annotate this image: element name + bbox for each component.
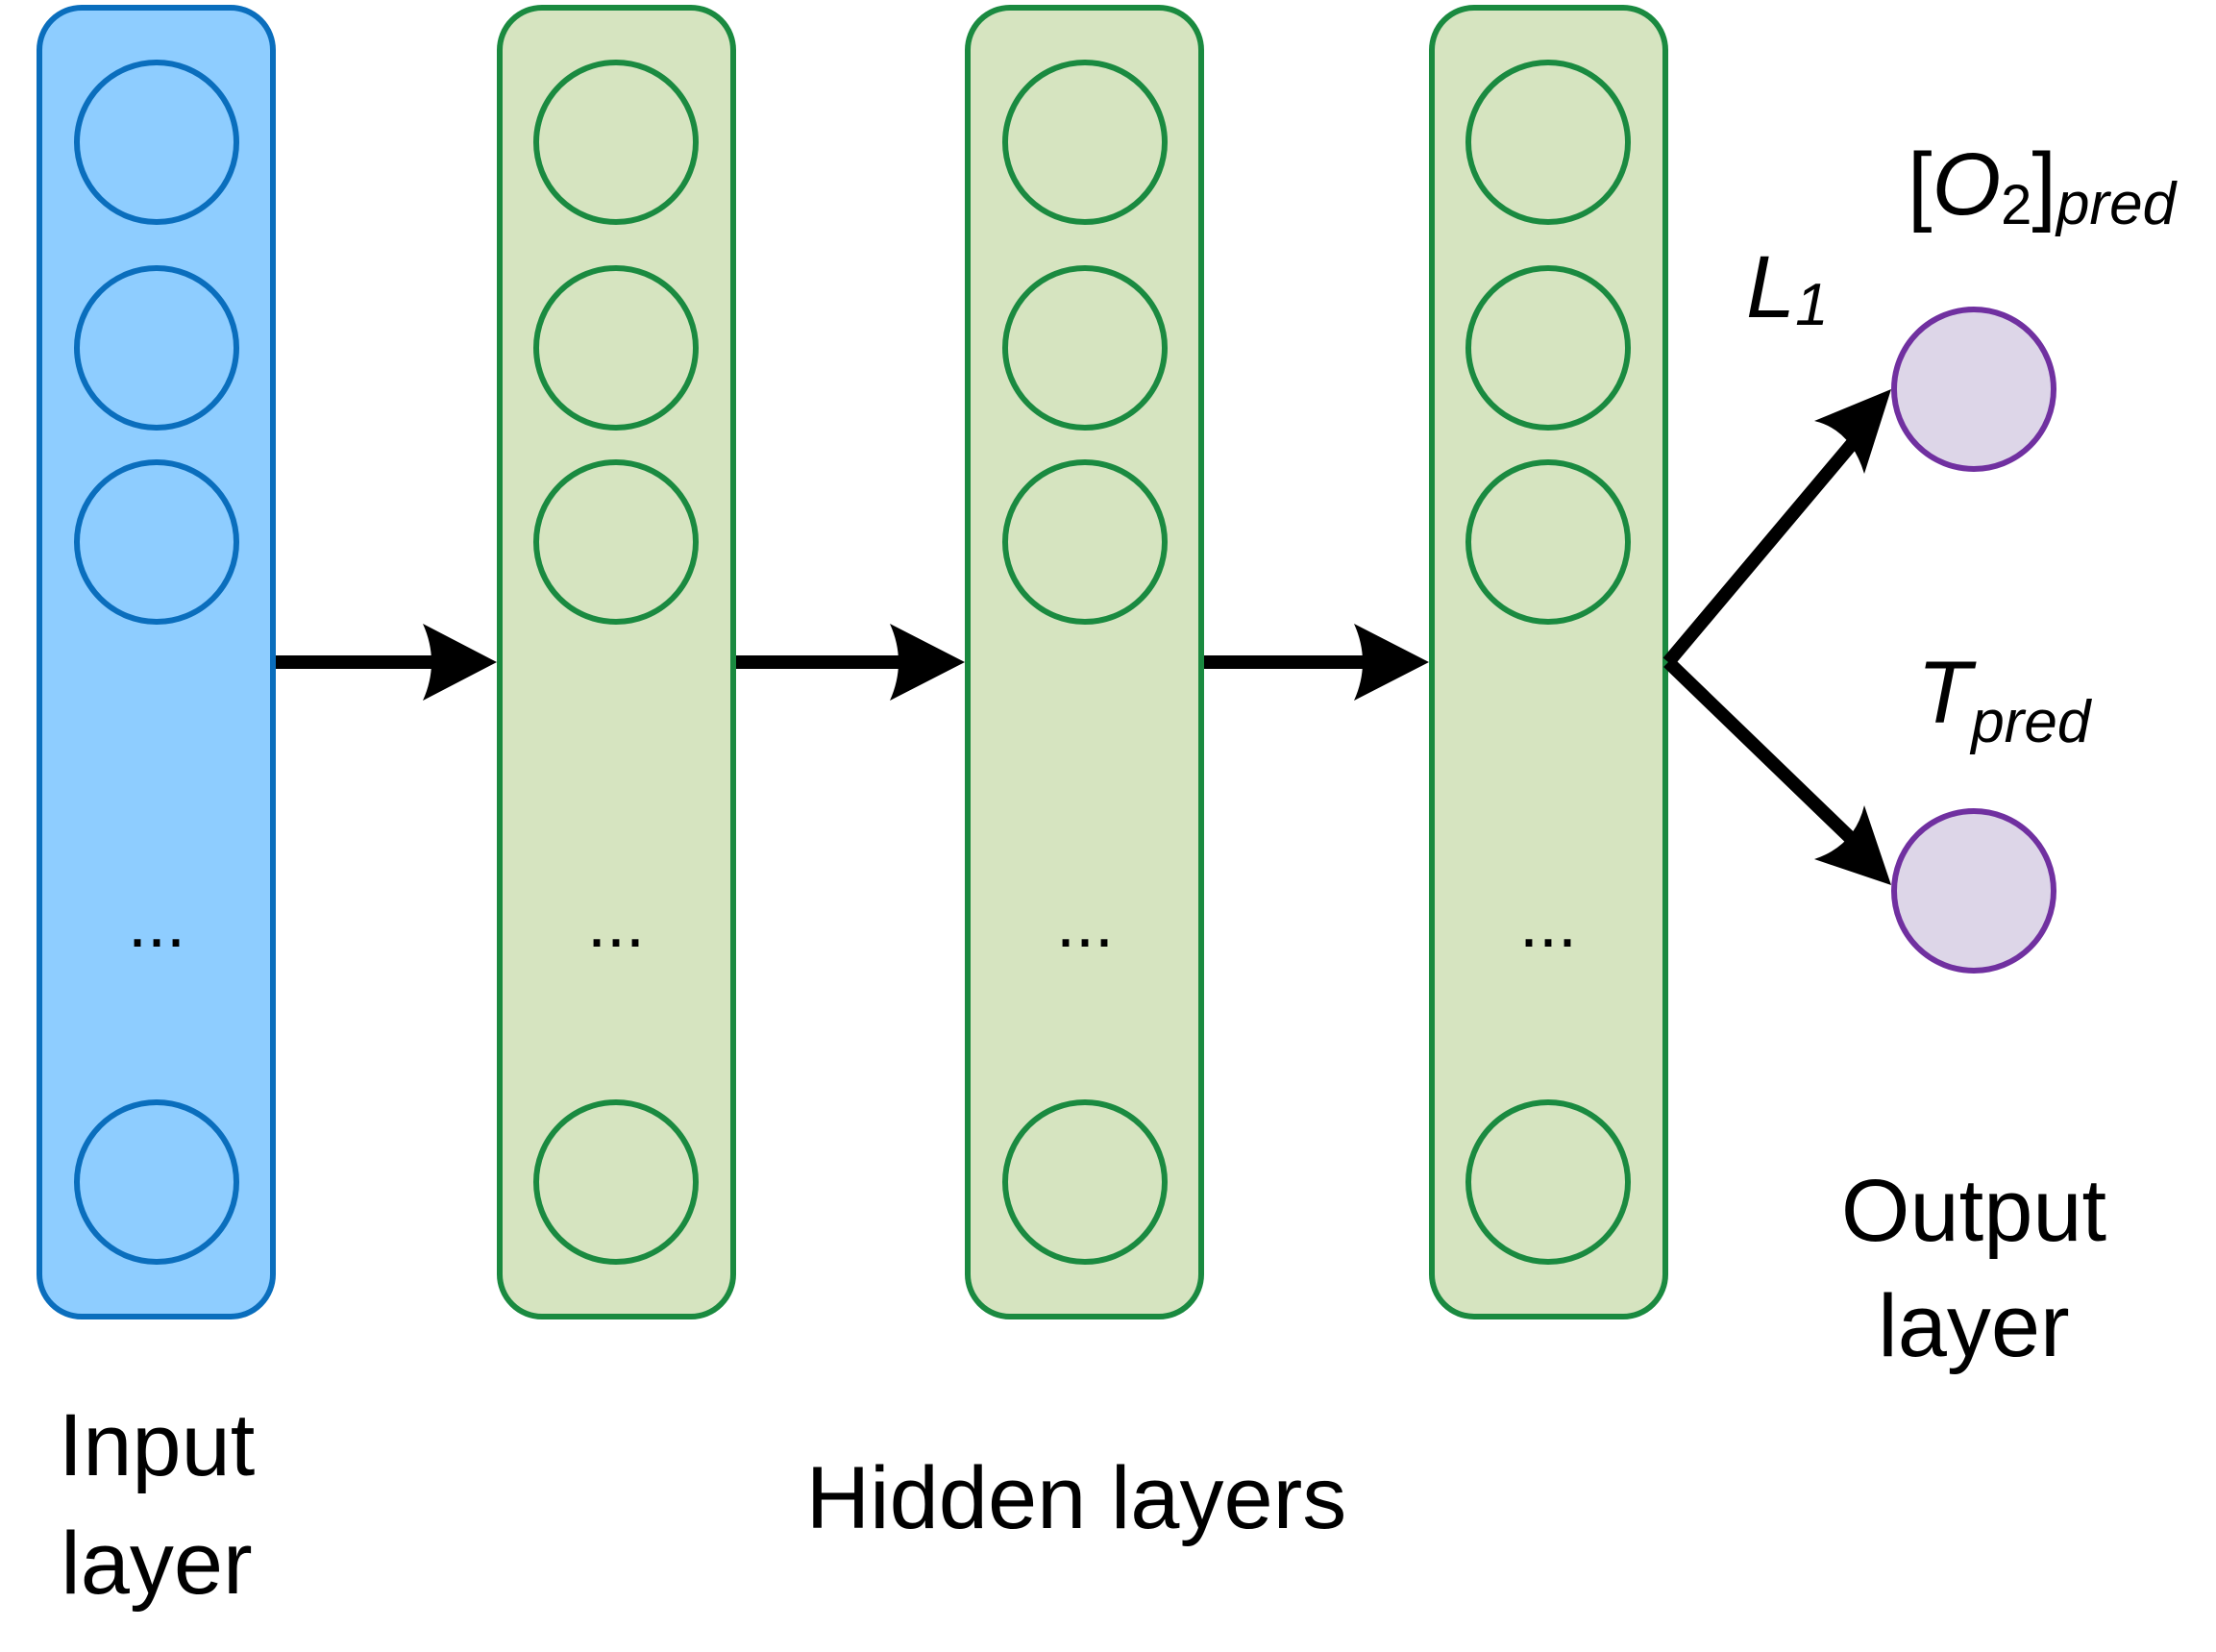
hidden-layer-2: ...	[965, 5, 1204, 1319]
hidden-neuron	[1002, 459, 1168, 625]
input-neuron	[74, 265, 239, 431]
hidden-layer-ellipsis: ...	[587, 885, 645, 962]
hidden-layer-3: ...	[1429, 5, 1668, 1319]
hidden-neuron	[1465, 459, 1631, 625]
arrow-head-icon	[1814, 805, 1891, 885]
output-layer-label: layer	[1878, 1277, 2069, 1375]
loss-label: L1	[1746, 238, 1829, 338]
output-neuron-temperature	[1891, 808, 2056, 974]
hidden-neuron	[1465, 265, 1631, 431]
input-layer-ellipsis: ...	[128, 885, 185, 962]
output-layer-label: Output	[1841, 1162, 2106, 1260]
input-neuron	[74, 1099, 239, 1265]
hidden-neuron	[1465, 1099, 1631, 1265]
output-layer	[1891, 307, 2056, 974]
output-arrow-line-lower	[1663, 656, 1867, 855]
hidden-layers-label: Hidden layers	[806, 1449, 1347, 1547]
output-arrow-line-upper	[1662, 427, 1868, 667]
hidden-neuron	[533, 60, 699, 225]
input-layer-label: Input	[59, 1396, 256, 1494]
output-neuron-o2	[1891, 307, 2056, 472]
hidden-neuron	[1465, 60, 1631, 225]
hidden-neuron	[533, 459, 699, 625]
layer-connections	[276, 389, 1891, 885]
hidden-neuron	[1002, 1099, 1168, 1265]
hidden-layer-1: ...	[497, 5, 736, 1319]
input-neuron	[74, 60, 239, 225]
arrow-head-icon	[890, 624, 965, 701]
input-layer: ...	[37, 5, 276, 1319]
arrow-head-icon	[1354, 624, 1429, 701]
hidden-neuron	[533, 265, 699, 431]
arrow-head-icon	[423, 624, 497, 701]
hidden-neuron	[533, 1099, 699, 1265]
t-pred-label: Tpred	[1917, 644, 2093, 755]
o2-pred-label: [O2]pred	[1908, 136, 2179, 237]
input-neuron	[74, 459, 239, 625]
hidden-neuron	[1002, 60, 1168, 225]
hidden-layer-ellipsis: ...	[1519, 885, 1577, 962]
hidden-layer-ellipsis: ...	[1056, 885, 1114, 962]
hidden-neuron	[1002, 265, 1168, 431]
arrow-head-icon	[1814, 389, 1891, 474]
input-layer-label: layer	[61, 1515, 252, 1613]
